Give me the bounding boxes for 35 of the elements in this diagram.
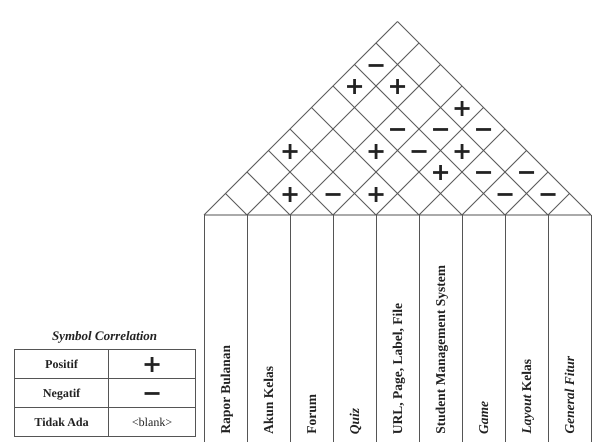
correlation-sign: − bbox=[366, 52, 386, 76]
correlation-sign: + bbox=[280, 138, 300, 162]
header-text: General Fitur bbox=[562, 356, 578, 434]
correlation-symbol: − bbox=[108, 378, 196, 408]
correlation-sign: + bbox=[366, 182, 386, 206]
correlation-type-label: Positif bbox=[14, 350, 108, 378]
correlation-sign: + bbox=[387, 74, 408, 98]
correlation-sign: − bbox=[473, 160, 494, 184]
correlation-sign: + bbox=[366, 138, 386, 162]
correlation-symbol: + bbox=[108, 350, 196, 378]
header-text: URL, Page, Label, File bbox=[390, 302, 406, 434]
correlation-sign: + bbox=[430, 160, 451, 184]
header-text: Rapor Bulanan bbox=[218, 345, 234, 434]
correlation-sign: + bbox=[344, 74, 365, 98]
correlation-sign: + bbox=[452, 138, 472, 162]
correlation-sign: − bbox=[516, 160, 537, 184]
correlation-sign: + bbox=[452, 96, 472, 120]
header-text: Forum bbox=[304, 394, 320, 434]
header-text: Layout Kelas bbox=[519, 359, 535, 434]
correlation-sign: − bbox=[538, 182, 558, 206]
correlation-sign: − bbox=[322, 182, 344, 206]
correlation-sign: − bbox=[387, 117, 408, 141]
correlation-sign: − bbox=[473, 117, 494, 141]
correlation-sign: − bbox=[494, 182, 516, 206]
header-text: Akun Kelas bbox=[261, 366, 277, 434]
correlation-type-label: Negatif bbox=[14, 378, 108, 408]
correlation-sign: − bbox=[430, 117, 451, 141]
header-text: Student Management System bbox=[433, 265, 449, 434]
correlation-sign: + bbox=[280, 182, 300, 206]
correlation-symbol: <blank> bbox=[108, 408, 196, 436]
correlation-type-label: Tidak Ada bbox=[14, 408, 108, 436]
correlation-sign: − bbox=[408, 138, 430, 162]
table-title: Symbol Correlation bbox=[50, 328, 158, 344]
header-text: Quiz bbox=[347, 408, 363, 434]
header-text: Game bbox=[476, 401, 492, 434]
